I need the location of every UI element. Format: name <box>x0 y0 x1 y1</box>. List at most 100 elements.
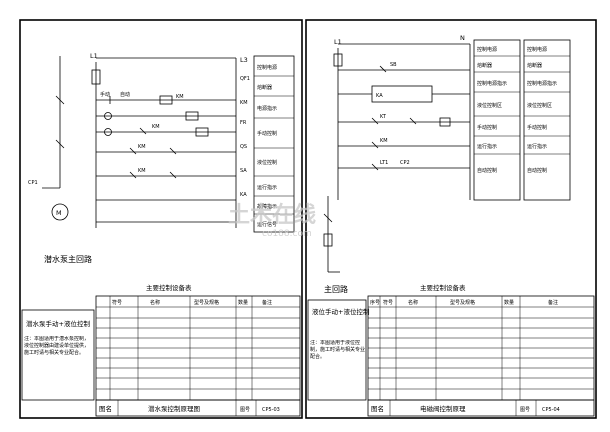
left-title-no: CP5-03 <box>262 407 280 413</box>
left-equipment-table: 主要控制设备表 符号 名称 型号及规格 数量 备注 <box>95 283 301 401</box>
right-main-contact <box>323 213 333 223</box>
right-func2-3: 控制电源指示 <box>527 80 557 87</box>
left-notes-title: 潜水泵手动+液位控制 <box>26 319 90 328</box>
right-func2-5: 手动控制 <box>527 124 547 131</box>
right-rung-1-contact <box>379 65 387 73</box>
left-title-block: 图名 潜水泵控制原理图 图号 CP5-03 <box>95 399 301 417</box>
right-function-column-2: 控制电源 熔断器 控制电源指示 液位控制区 手动控制 运行指示 自动控制 <box>523 39 571 201</box>
left-bus-label-2: L3 <box>240 56 248 64</box>
right-rung-3-coil <box>439 117 451 127</box>
right-rung-4-contact <box>371 141 379 149</box>
right-main-circuit-title: 主回路 <box>324 284 348 294</box>
left-func-2: 熔断器 <box>257 84 272 91</box>
right-control-label-1: SB <box>390 62 397 68</box>
left-func-1: 控制电源 <box>257 64 277 71</box>
left-func-5: 液位控制 <box>257 159 277 166</box>
right-control-label-3: KT <box>380 114 387 120</box>
right-control-label-4: KM <box>380 138 388 144</box>
left-rung-5-contact-b <box>169 171 177 179</box>
left-th-4: 数量 <box>238 299 248 306</box>
left-breaker-contact <box>55 95 65 105</box>
left-function-column: 控制电源 熔断器 电源指示 手动控制 液位控制 运行指示 故障指示 运行信号 <box>253 55 295 233</box>
right-th-2: 符号 <box>383 299 393 306</box>
right-control-label-2: KA <box>376 93 383 99</box>
right-control-rungs: SB KA KT KM LT1 CP2 <box>338 62 470 171</box>
left-th-2: 名称 <box>150 299 160 306</box>
right-sheet-frame <box>305 19 597 419</box>
left-notes-text: 注：本图适用于潜水泵控制，液位控制器由建设单位提供，施工时请与相关专业配合。 <box>24 336 90 356</box>
right-title-no-label: 图号 <box>520 407 530 413</box>
right-func-1: 控制电源 <box>477 46 497 53</box>
left-rung-2-coil <box>185 111 199 121</box>
right-func2-7: 自动控制 <box>527 167 547 174</box>
right-title-name-label: 图名 <box>371 404 384 413</box>
left-rung-4-contact-b <box>169 147 177 155</box>
watermark-main: 土木在线 <box>228 202 316 228</box>
left-side-label-5: SA <box>240 168 247 174</box>
right-notes-text: 注：本图适用于液位控制，施工时请与相关专业配合。 <box>310 340 366 360</box>
left-side-label-1: QF1 <box>240 76 250 82</box>
right-th-6: 备注 <box>548 299 558 306</box>
left-notes: 潜水泵手动+液位控制 注：本图适用于潜水泵控制，液位控制器由建设单位提供，施工时… <box>21 309 95 401</box>
right-equipment-table: 主要控制设备表 序号 符号 名称 型号及规格 数量 备注 <box>367 283 595 401</box>
left-contactor-main <box>55 139 65 149</box>
right-function-column-1: 控制电源 熔断器 控制电源指示 液位控制区 手动控制 运行指示 自动控制 <box>473 39 521 201</box>
left-title-no-label: 图号 <box>240 407 250 413</box>
right-th-5: 数量 <box>504 299 514 306</box>
right-th-4: 型号及规格 <box>450 299 475 306</box>
right-control-label-5: LT1 <box>380 160 388 166</box>
left-sheet-frame <box>19 19 303 419</box>
left-rung-1-coil <box>159 95 173 105</box>
left-func-3: 电源指示 <box>257 105 277 112</box>
right-main-valve <box>323 233 333 247</box>
right-fuse <box>333 53 343 67</box>
left-control-label-6: KM <box>138 168 146 174</box>
left-motor-symbol <box>51 203 69 221</box>
left-title-name-label: 图名 <box>99 404 112 413</box>
right-th-1: 序号 <box>370 299 380 306</box>
right-notes-title: 液位手动+液位控制 <box>312 307 370 316</box>
left-rung-5-contact <box>129 171 137 179</box>
left-side-label-6: KA <box>240 192 247 198</box>
left-sheet: L1 L3 CP1 M 潜水泵主回路 手动 自动 KM <box>19 19 303 419</box>
right-rung-3-contact-b <box>409 117 417 125</box>
left-motor-tag: M <box>56 209 62 217</box>
left-bus-label-1: L1 <box>90 52 98 60</box>
right-table-title: 主要控制设备表 <box>420 283 466 292</box>
left-control-label-1: 手动 <box>100 91 110 98</box>
right-func2-2: 熔断器 <box>527 62 542 69</box>
left-th-3: 型号及规格 <box>194 299 219 306</box>
left-rung-3-contact <box>139 127 147 135</box>
right-func-7: 自动控制 <box>477 167 497 174</box>
left-rung-4-contact <box>129 147 137 155</box>
left-title-name: 潜水泵控制原理图 <box>148 404 200 413</box>
left-rung-3-lamp <box>104 128 112 136</box>
left-rung-2-lamp <box>104 112 112 120</box>
watermark-sub: co188.com <box>262 229 312 239</box>
right-func2-1: 控制电源 <box>527 46 547 53</box>
right-title-name: 电磁阀控制原理 <box>420 404 466 413</box>
right-th-3: 名称 <box>408 299 418 306</box>
left-rung-3-coil <box>195 127 209 137</box>
right-func2-4: 液位控制区 <box>527 102 552 109</box>
left-side-label-4: QS <box>240 144 247 150</box>
right-control-label-6: CP2 <box>400 160 410 166</box>
right-notes: 液位手动+液位控制 注：本图适用于液位控制，施工时请与相关专业配合。 <box>307 299 370 401</box>
right-title-block: 图名 电磁阀控制原理 图号 CP5-04 <box>367 399 595 417</box>
left-func-7: 故障指示 <box>257 203 277 210</box>
left-func-6: 运行指示 <box>257 184 277 191</box>
left-circuit-title: 潜水泵主回路 <box>44 254 92 264</box>
right-sheet: L1 N SB KA KT KM LT1 CP2 <box>305 19 597 419</box>
right-func-2: 熔断器 <box>477 62 492 69</box>
left-control-label-2: 自动 <box>120 91 130 98</box>
watermark: 土木在线 co188.com <box>228 202 316 239</box>
left-pump-tag: CP1 <box>28 180 38 186</box>
right-func-3: 控制电源指示 <box>477 80 507 87</box>
right-title-no: CP5-04 <box>542 407 560 413</box>
right-rung-3-contact <box>371 117 379 125</box>
left-control-label-4: KM <box>152 124 160 130</box>
left-th-5: 备注 <box>262 299 272 306</box>
left-control-label-3: KM <box>176 94 184 100</box>
left-table-title: 主要控制设备表 <box>146 283 192 292</box>
